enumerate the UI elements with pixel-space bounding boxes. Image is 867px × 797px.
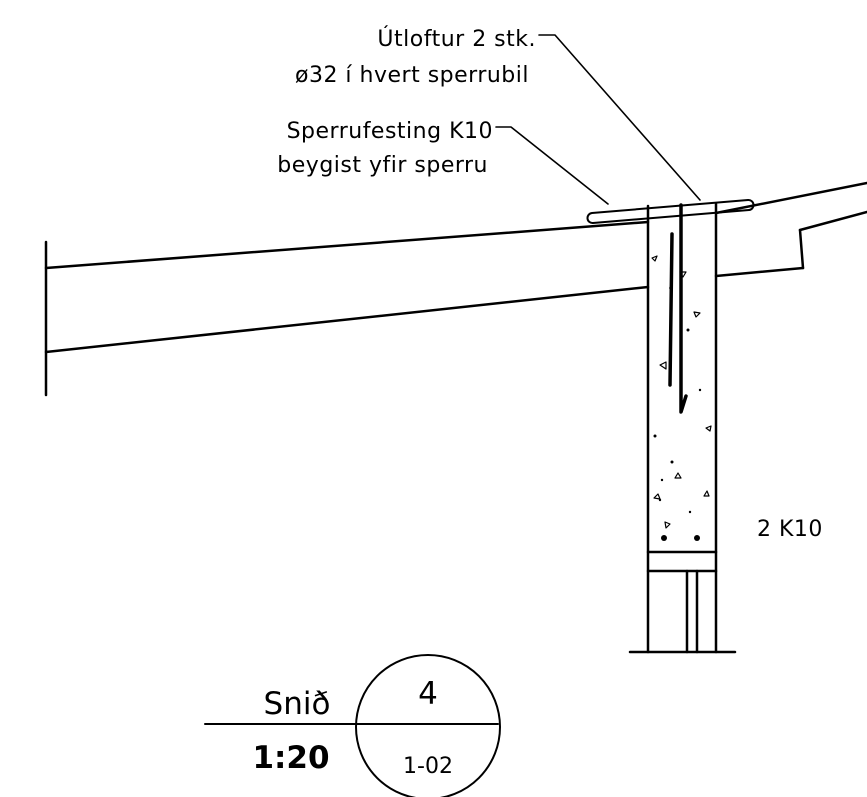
annotation-vent: Útloftur 2 stk. ø32 í hvert sperrubil [295,26,701,201]
rebar-label: 2 K10 [757,517,823,542]
rafter-fixing-rebar [668,203,688,414]
section-scale: 1:20 [252,740,329,776]
vent-label-line2: ø32 í hvert sperrubil [295,63,529,88]
section-label: Snið [264,686,331,722]
section-title-block: Snið 1:20 4 1-02 [204,654,501,797]
roof-slab [44,181,867,354]
concrete-beam [628,202,737,654]
annotation-rafter-fixing: Sperrufesting K10 beygist yfir sperru [277,119,609,205]
rafter-label-line2: beygist yfir sperru [277,153,488,178]
rafter-label-line1: Sperrufesting K10 [287,119,493,144]
section-number: 4 [418,676,438,712]
sheet-reference: 1-02 [403,754,453,779]
vent-pipe [586,199,755,224]
vent-label-line1: Útloftur 2 stk. [377,26,536,52]
